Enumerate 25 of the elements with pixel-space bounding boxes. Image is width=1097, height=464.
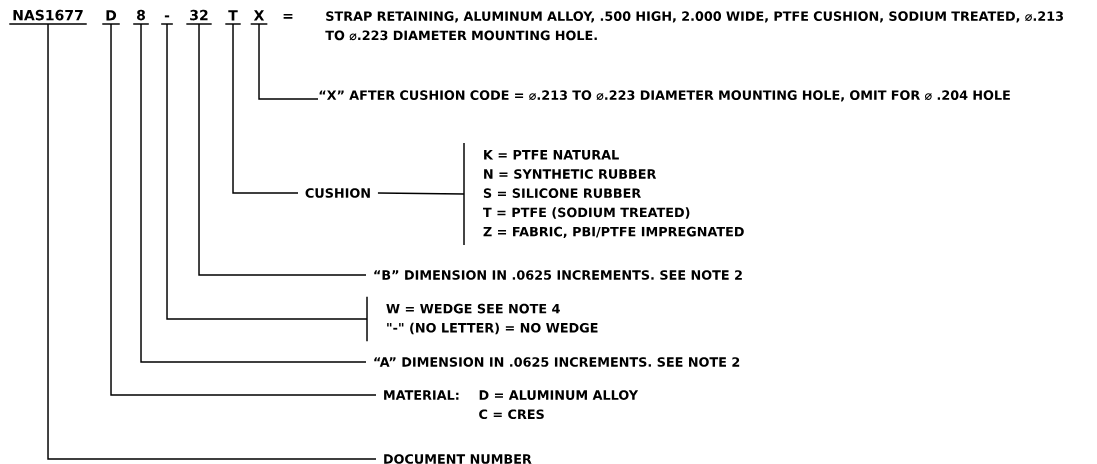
leader-line [166,23,368,320]
description-text: STRAP RETAINING, ALUMINUM ALLOY, .500 HIGH, 2.000 WIDE, PTFE CUSHION, SODIUM TREATED, ⌀.213 TO ⌀.223 DIAMETER MOUNTING HOLE. [325,11,1063,41]
part-code: D [101,10,121,25]
part-code: - [160,15,174,25]
leader-line [47,23,377,460]
callout-text: DOCUMENT NUMBER [384,454,532,464]
leader-line [377,192,465,195]
leader-line [140,23,367,363]
description-text: “X” AFTER CUSHION CODE = ⌀.213 TO ⌀.223 DIAMETER MOUNTING HOLE, OMIT FOR ⌀ .204 HOLE [319,90,1010,102]
leader-line [232,23,299,194]
part-code: 8 [132,9,150,25]
bracketed-list: K = PTFE NATURAL N = SYNTHETIC RUBBER S = SILICONE RUBBER T = PTFE (SODIUM TREATED) Z = FABRIC, PBI/PTFE IMPREGNATED [463,142,744,246]
callout-text: CUSHION [305,188,370,198]
callout-text: MATERIAL: D = ALUMINUM ALLOY C = CRES [384,390,639,420]
leader-line [258,23,319,100]
bracketed-list: W = WEDGE SEE NOTE 4 "-" (NO LETTER) = NO WEDGE [366,296,598,342]
equals-sign: = [283,14,293,19]
leader-line [110,23,377,396]
part-code: NAS1677 [8,9,88,25]
leader-line [198,23,367,276]
callout-text: “B” DIMENSION IN .0625 INCREMENTS. SEE NOTE 2 [374,270,742,280]
part-code: X [249,10,269,25]
part-code: T [224,10,242,25]
part-code: 32 [185,9,213,25]
callout-text: “A” DIMENSION IN .0625 INCREMENTS. SEE NOTE 2 [374,357,740,367]
